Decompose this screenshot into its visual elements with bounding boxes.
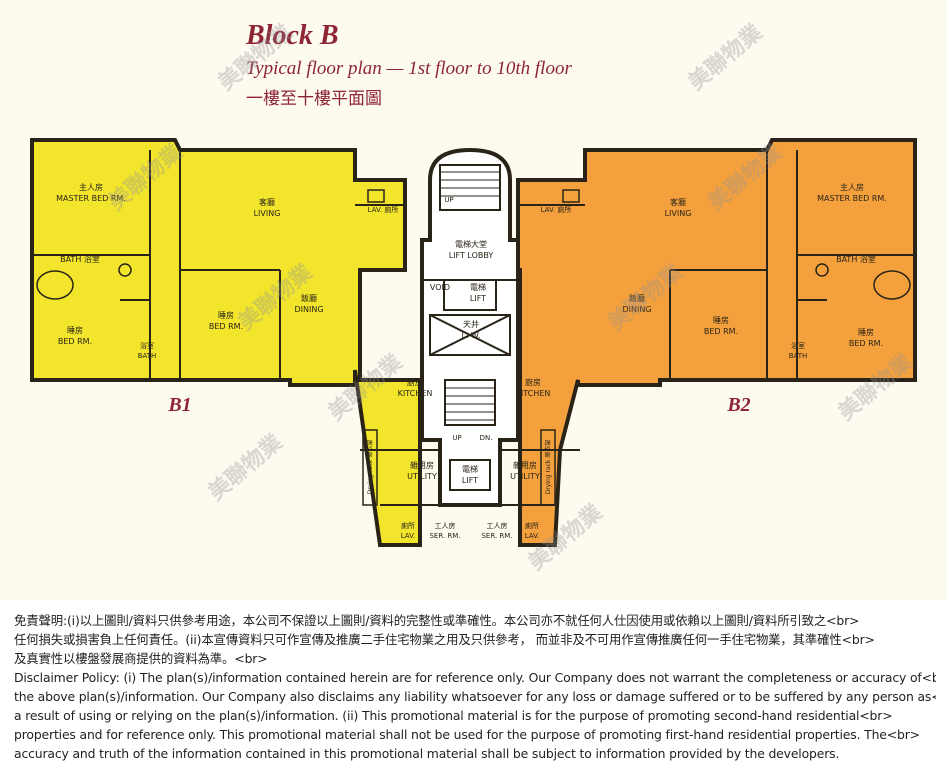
basin-b2 [562, 189, 580, 203]
basin-b1 [367, 189, 385, 203]
unit-b2-outline [495, 138, 917, 547]
disclaimer-line: 及真實性以樓盤發展商提供的資料為準。<br> [14, 651, 268, 666]
room-label-void: VOID [430, 283, 450, 292]
drying-rack-b2 [540, 429, 556, 506]
room-label-bath-b2: BATH 浴室 [836, 254, 876, 264]
room-label-stair-dn: DN. [480, 434, 493, 442]
block-subtitle-chinese: 一樓至十樓平面圖 [246, 89, 382, 109]
label-drying-rack-1: Drying rack 晾衣架 [366, 440, 374, 495]
disclaimer-line: a result of using or relying on the plan… [14, 708, 893, 723]
room-label-lav-b2: LAV. 廁所 [541, 205, 572, 214]
disclaimer-line: Disclaimer Policy: (i) The plan(s)/infor… [14, 670, 936, 685]
bathtub-b1 [36, 270, 74, 300]
room-label-stair-up: UP [452, 434, 461, 442]
disclaimer-line: the above plan(s)/information. Our Compa… [14, 689, 936, 704]
fixtures [36, 189, 911, 506]
toilet-b2 [815, 263, 829, 277]
floor-plan-area: Block B Typical floor plan — 1st floor t… [0, 0, 947, 600]
unit-label-b1: B1 [167, 394, 191, 416]
disclaimer-text: 免責聲明:(i)以上圖則/資料只供參考用途，本公司不保證以上圖則/資料的完整性或… [14, 611, 936, 763]
room-label-lav-b1: LAV. 廁所 [368, 205, 399, 214]
room-label-bath-b1: BATH 浴室 [60, 254, 100, 264]
unit-label-b2: B2 [726, 394, 750, 416]
unit-b1-outline [30, 138, 445, 547]
unit-b2-fill [516, 138, 917, 547]
toilet-b1 [118, 263, 132, 277]
unit-b1-fill [30, 138, 422, 547]
bathtub-b2 [873, 270, 911, 300]
disclaimer-line: 任何損失或損害負上任何責任。(ii)本宣傳資料只可作宣傳及推廣二手住宅物業之用及… [14, 632, 875, 647]
disclaimer-line: accuracy and truth of the information co… [14, 746, 840, 761]
disclaimer-line: 免責聲明:(i)以上圖則/資料只供參考用途，本公司不保證以上圖則/資料的完整性或… [14, 613, 860, 628]
building-core [420, 147, 520, 507]
drying-rack-b1 [362, 429, 378, 506]
block-title: Block B [246, 20, 339, 51]
disclaimer-line: properties and for reference only. This … [14, 727, 920, 742]
room-label-stair-up-top: UP [444, 196, 453, 204]
block-subtitle: Typical floor plan — 1st floor to 10th f… [246, 58, 572, 79]
stair-treads [440, 171, 500, 421]
label-drying-rack-2: Drying rack 晾衣架 [544, 440, 552, 495]
